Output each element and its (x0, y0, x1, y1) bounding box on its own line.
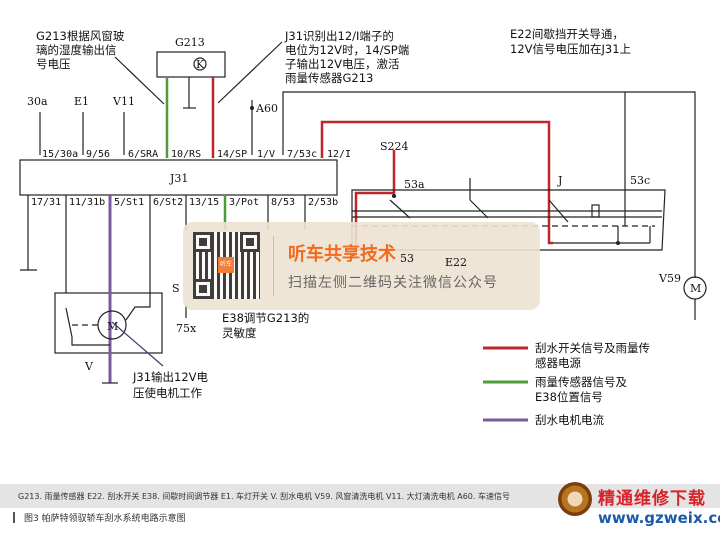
svg-text:号电压: 号电压 (36, 57, 71, 71)
svg-text:S224: S224 (380, 140, 409, 153)
svg-text:12/I: 12/I (327, 149, 351, 160)
svg-text:12V信号电压加在J31上: 12V信号电压加在J31上 (510, 42, 631, 56)
svg-text:V11: V11 (112, 95, 135, 108)
svg-text:17/31: 17/31 (31, 197, 61, 208)
svg-text:11/31b: 11/31b (69, 197, 105, 208)
svg-text:E22间歇挡开关导通，: E22间歇挡开关导通， (510, 27, 624, 41)
svg-text:10/RS: 10/RS (171, 149, 201, 160)
wire-12i (320, 120, 553, 245)
j31-annotation: J31识别出12/I端子的 电位为12V时，14/SP端 子输出12V电压，激活… (217, 29, 409, 104)
svg-text:V: V (84, 360, 94, 373)
watermark-overlay: 听车 听车共享技术 扫描左侧二维码关注微信公众号 (183, 222, 540, 310)
caption-marker (13, 512, 15, 523)
svg-text:子输出12V电压，激活: 子输出12V电压，激活 (285, 57, 400, 71)
qr-logo: 听车 (218, 257, 234, 273)
svg-text:K: K (196, 58, 205, 71)
j31-relay: J31 15/30a 9/56 6/SRA 10/RS 14/SP 1/V 7/… (19, 149, 351, 208)
svg-text:M: M (107, 320, 118, 333)
site-name: 精通维修下载 (598, 489, 706, 509)
watermark-title: 听车共享技术 (288, 244, 396, 265)
ground-wire (20, 195, 37, 271)
sensor-symbol-icon (193, 57, 207, 71)
svg-text:M: M (690, 282, 701, 295)
svg-text:3/Pot: 3/Pot (229, 197, 259, 208)
a60-signal: A60 (250, 100, 278, 155)
svg-text:13/15: 13/15 (189, 197, 219, 208)
svg-text:14/SP: 14/SP (217, 149, 247, 160)
svg-text:E1: E1 (74, 95, 89, 108)
g213-annotation: G213根据风窗玻 璃的湿度输出信 号电压 (36, 29, 165, 105)
qr-code[interactable]: 听车 (193, 232, 260, 299)
svg-text:E38调节G213的: E38调节G213的 (222, 311, 309, 325)
svg-text:灵敏度: 灵敏度 (222, 326, 257, 340)
watermark-subtitle: 扫描左侧二维码关注微信公众号 (288, 275, 498, 291)
svg-text:J: J (557, 174, 562, 187)
svg-text:璃的湿度输出信: 璃的湿度输出信 (36, 43, 117, 57)
motor-annotation: J31输出12V电 压使电机工作 (132, 370, 209, 400)
svg-text:雨量传感器G213: 雨量传感器G213 (285, 71, 373, 85)
svg-text:E38位置信号: E38位置信号 (535, 390, 603, 404)
svg-text:感器电源: 感器电源 (535, 356, 581, 370)
svg-text:J31识别出12/I端子的: J31识别出12/I端子的 (284, 29, 394, 43)
wiper-switch-e22: 53a J 53c (351, 174, 666, 251)
svg-text:6/SRA: 6/SRA (128, 149, 158, 160)
svg-text:V59: V59 (658, 272, 681, 285)
wire-53c (282, 91, 696, 278)
svg-text:9/56: 9/56 (86, 149, 110, 160)
motor-v59: V59 M (658, 272, 707, 320)
svg-text:雨量传感器信号及: 雨量传感器信号及 (535, 375, 627, 389)
wire-s224 (354, 150, 396, 250)
svg-text:刮水开关信号及雨量传: 刮水开关信号及雨量传 (535, 341, 650, 355)
svg-text:2/53b: 2/53b (308, 197, 338, 208)
svg-text:1/V: 1/V (257, 149, 275, 160)
divider (273, 236, 274, 296)
svg-text:75x: 75x (176, 322, 197, 335)
e22-annotation: E22间歇挡开关导通， 12V信号电压加在J31上 (510, 27, 631, 56)
svg-text:5/St1: 5/St1 (114, 197, 144, 208)
input-labels: 30a E1 V11 (27, 95, 135, 155)
site-logo[interactable]: 精通维修下载 www.gzweix.com (556, 478, 720, 533)
wiper-motor-v: M V (54, 195, 164, 384)
e38-annotation: E38调节G213的 灵敏度 (222, 311, 309, 340)
svg-text:30a: 30a (27, 95, 48, 108)
svg-text:A60: A60 (255, 102, 278, 115)
figure-caption: 图3 帕萨特领驭轿车刮水系统电路示意图 (24, 514, 186, 524)
svg-text:G213根据风窗玻: G213根据风窗玻 (36, 29, 125, 43)
svg-text:6/St2: 6/St2 (153, 197, 183, 208)
rain-sensor-g213: G213 K (156, 36, 226, 158)
caption-bar (0, 484, 720, 508)
legend: 刮水开关信号及雨量传 感器电源 雨量传感器信号及 E38位置信号 刮水电机电流 (483, 341, 650, 427)
abbreviation-list: G213. 雨量传感器 E22. 刮水开关 E38. 间歇时间调节器 E1. 车… (18, 492, 510, 501)
svg-text:S: S (172, 282, 180, 295)
svg-text:压使电机工作: 压使电机工作 (133, 386, 202, 400)
svg-text:53c: 53c (630, 174, 650, 187)
svg-text:J31输出12V电: J31输出12V电 (132, 370, 209, 384)
svg-text:15/30a: 15/30a (42, 149, 78, 160)
svg-text:J31: J31 (169, 172, 188, 185)
svg-text:刮水电机电流: 刮水电机电流 (535, 413, 604, 427)
svg-text:电位为12V时，14/SP端: 电位为12V时，14/SP端 (285, 43, 409, 57)
svg-text:8/53: 8/53 (271, 197, 295, 208)
svg-text:53a: 53a (404, 178, 425, 191)
svg-text:G213: G213 (175, 36, 205, 49)
svg-text:7/53c: 7/53c (287, 149, 317, 160)
logo-emblem-icon (558, 482, 592, 516)
site-url[interactable]: www.gzweix.com (598, 509, 720, 527)
